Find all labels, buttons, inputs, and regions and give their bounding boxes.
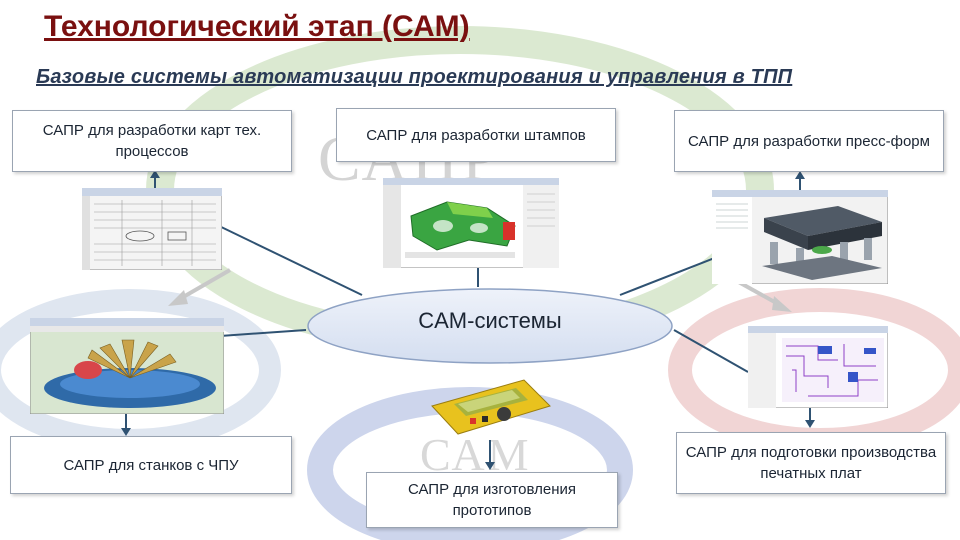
arrow-prototypes xyxy=(485,440,495,470)
pcb-screenshot xyxy=(748,326,888,408)
bg-arrow-right xyxy=(734,278,781,307)
stamp-screenshot xyxy=(383,178,559,268)
bg-arrow-right-head xyxy=(772,296,792,312)
arrow-press-forms xyxy=(795,171,805,190)
center-ellipse xyxy=(307,288,673,364)
connector-top-left xyxy=(214,223,363,296)
box-pcb: САПР для подготовки производства печатны… xyxy=(676,432,946,494)
arrow-tech-process xyxy=(150,170,160,188)
box-prototypes: САПР для изготовления прототипов xyxy=(366,472,618,528)
box-stamps: САПР для разработки штампов xyxy=(336,108,616,162)
bg-arrow-left xyxy=(177,268,231,302)
press-form-screenshot xyxy=(712,190,888,284)
tech-process-screenshot xyxy=(82,188,222,270)
arrow-cnc xyxy=(121,414,131,436)
cnc-screenshot xyxy=(30,318,224,414)
connector-left xyxy=(219,329,307,337)
prototype-device-image xyxy=(431,379,551,435)
center-label: CAM-системы xyxy=(418,308,562,333)
bg-arrow-left-head xyxy=(168,290,188,306)
box-cnc: САПР для станков с ЧПУ xyxy=(10,436,292,494)
box-press-forms: САПР для разработки пресс-форм xyxy=(674,110,944,172)
connector-right xyxy=(673,329,749,373)
arrow-pcb xyxy=(805,408,815,428)
box-tech-process: САПР для разработки карт тех. процессов xyxy=(12,110,292,172)
watermark-bottom: САМ xyxy=(420,429,532,480)
page-subtitle: Базовые системы автоматизации проектиров… xyxy=(36,66,793,88)
page-title: Технологический этап (САМ) xyxy=(44,10,470,43)
